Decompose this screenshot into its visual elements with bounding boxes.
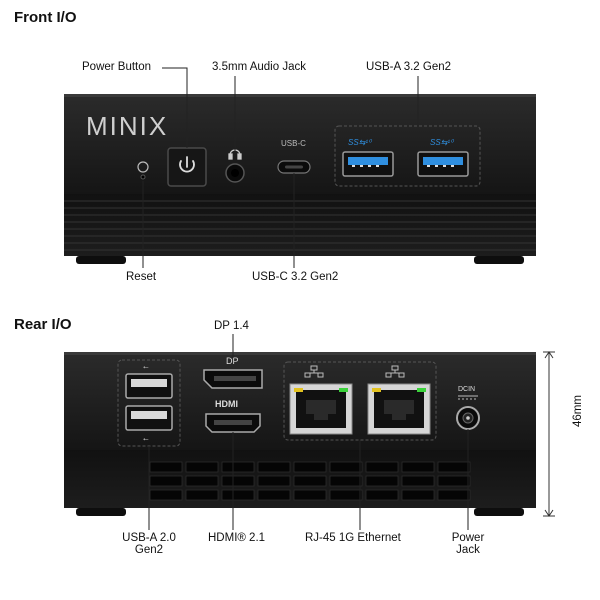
usba-20-label-line2: Gen2 bbox=[134, 544, 164, 556]
hdmi-port[interactable] bbox=[205, 413, 261, 433]
rear-vents bbox=[149, 461, 471, 501]
usba-32-port-right[interactable] bbox=[417, 151, 469, 177]
power-jack-label: Power Jack bbox=[440, 532, 496, 556]
network-icon-left bbox=[304, 365, 324, 378]
rear-foot-left bbox=[76, 508, 126, 516]
rj45-port-right[interactable] bbox=[367, 383, 431, 435]
rj45-led-yellow-right bbox=[372, 388, 381, 392]
dc-polarity-icon bbox=[458, 395, 478, 400]
usba-20-port-bottom[interactable] bbox=[125, 405, 173, 431]
usba-20-label-line1: USB-A 2.0 bbox=[122, 532, 176, 544]
reset-icon bbox=[137, 161, 149, 173]
hdmi-label: HDMI® 2.1 bbox=[208, 532, 266, 544]
usb-icon-bottom: ⭠ bbox=[143, 435, 149, 443]
power-button-label: Power Button bbox=[82, 61, 152, 73]
reset-label: Reset bbox=[126, 271, 157, 283]
rj45-group-outline bbox=[283, 361, 437, 441]
usbc-port-text: USB-C bbox=[281, 139, 306, 148]
usb-icon-top: ⭠ bbox=[143, 363, 149, 371]
rj45-led-green-right bbox=[417, 388, 426, 392]
audio-jack-hole bbox=[231, 169, 239, 177]
front-leader-lines bbox=[142, 67, 419, 268]
rear-leader-lines bbox=[148, 334, 469, 530]
usbc-32-label: USB-C 3.2 Gen2 bbox=[252, 271, 339, 283]
power-jack[interactable] bbox=[456, 406, 480, 430]
hdmi-port-text: HDMI bbox=[215, 399, 238, 409]
reset-pinhole[interactable] bbox=[140, 174, 146, 180]
rear-foot-right bbox=[474, 508, 524, 516]
displayport[interactable] bbox=[203, 369, 263, 389]
rj45-label: RJ-45 1G Ethernet bbox=[305, 532, 401, 544]
power-jack-label-line1: Power bbox=[451, 532, 485, 544]
power-jack-label-line2: Jack bbox=[456, 544, 480, 556]
front-fins bbox=[64, 194, 536, 256]
dp-label: DP 1.4 bbox=[214, 320, 249, 332]
usba-32-group-outline bbox=[334, 125, 481, 187]
rear-io-title: Rear I/O bbox=[14, 316, 72, 333]
minix-logo: MINIX bbox=[86, 111, 168, 141]
dp-port-text: DP bbox=[226, 356, 239, 366]
network-icon-right bbox=[385, 365, 405, 378]
front-foot-left bbox=[76, 256, 126, 264]
audio-jack-label: 3.5mm Audio Jack bbox=[212, 61, 306, 73]
rear-top-edge bbox=[64, 352, 536, 355]
height-dimension-marker bbox=[543, 351, 555, 517]
usba-32-port-left[interactable] bbox=[342, 151, 394, 177]
usba-20-port-top[interactable] bbox=[125, 373, 173, 399]
front-io-title: Front I/O bbox=[14, 9, 77, 26]
rj45-led-yellow-left bbox=[294, 388, 303, 392]
usb-ss-icon-right: SS⇆¹⁰ bbox=[430, 138, 455, 147]
usbc-port-tongue bbox=[285, 165, 303, 169]
rj45-port-left[interactable] bbox=[289, 383, 353, 435]
usba-32-label: USB-A 3.2 Gen2 bbox=[366, 61, 452, 73]
dcin-text: DCIN bbox=[458, 386, 475, 393]
height-dimension-label: 46mm bbox=[572, 395, 584, 427]
front-top-edge bbox=[64, 94, 536, 97]
usb-ss-icon-left: SS⇆¹⁰ bbox=[348, 138, 373, 147]
front-foot-right bbox=[474, 256, 524, 264]
usba-20-label: USB-A 2.0 Gen2 bbox=[108, 532, 190, 556]
rj45-led-green-left bbox=[339, 388, 348, 392]
power-icon bbox=[179, 156, 195, 173]
